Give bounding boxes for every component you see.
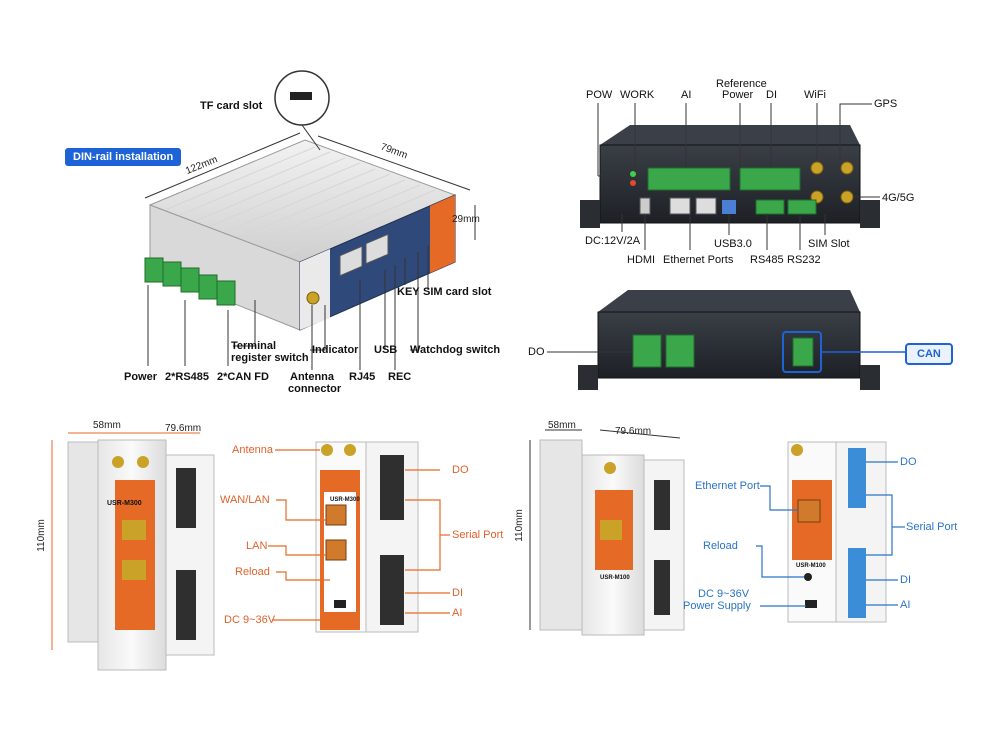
q4-dim-top1: 58mm (548, 420, 576, 431)
q3-label-ai: AI (452, 607, 463, 619)
q3-model: USR-M300 (107, 500, 142, 507)
q3-front-model: USR-M300 (330, 497, 360, 503)
label-di: DI (766, 89, 777, 101)
q3-dim-side: 110mm (35, 519, 47, 552)
q4-label-ai: AI (900, 599, 911, 611)
label-can-fd: 2*CAN FD (217, 371, 269, 383)
label-indicator: Indicator (312, 344, 359, 356)
label-ai: AI (681, 89, 692, 101)
label-wifi: WiFi (804, 89, 826, 101)
label-sim-slot: SIM Slot (808, 238, 850, 250)
label-power: Power (124, 371, 158, 383)
usr-m300-3d (67, 439, 215, 671)
q3-dim-top1: 58mm (93, 420, 121, 431)
q3-dim-top2: 79.6mm (165, 423, 202, 434)
label-work: WORK (620, 89, 655, 101)
label-4g5g: 4G/5G (882, 192, 915, 204)
label-register-switch: register switch (231, 352, 309, 364)
label-terminal: Terminal (231, 340, 277, 352)
q4-label-dc: DC 9~36V (698, 588, 750, 600)
usr-m100-3d (539, 439, 685, 636)
gateway-back (547, 290, 905, 390)
q4-label-power-supply: Power Supply (683, 600, 751, 612)
q3-label-serial: Serial Port (452, 529, 504, 541)
label-dc: DC:12V/2A (585, 235, 641, 247)
label-antenna: Antenna (290, 371, 334, 383)
label-rs232: RS232 (787, 254, 821, 266)
label-ref-power: Power (722, 89, 754, 101)
q4-label-di: DI (900, 574, 911, 586)
label-watchdog: Watchdog switch (410, 344, 501, 356)
q4-front-model: USR-M100 (796, 563, 826, 569)
q4-label-ethernet: Ethernet Port (695, 480, 760, 492)
q4-dim-side: 110mm (513, 509, 525, 542)
q3-label-wan-lan: WAN/LAN (220, 494, 270, 506)
label-connector: connector (288, 383, 342, 395)
q4-label-reload: Reload (703, 540, 738, 552)
din-rail-device (144, 70, 476, 370)
q3-label-reload: Reload (235, 566, 270, 578)
label-reference: Reference (716, 78, 767, 90)
label-can: CAN (905, 343, 953, 365)
dim-height: 29mm (452, 214, 480, 225)
q4-label-do: DO (900, 456, 917, 468)
label-sim-card-slot: SIM card slot (423, 286, 492, 298)
label-key: KEY (397, 286, 420, 298)
label-rec: REC (388, 371, 412, 383)
q4-label-serial: Serial Port (906, 521, 958, 533)
label-rs485: 2*RS485 (165, 371, 210, 383)
label-ethernet-ports: Ethernet Ports (663, 254, 734, 266)
q4-model: USR-M100 (600, 575, 630, 581)
label-gps: GPS (874, 98, 898, 110)
label-pow: POW (586, 89, 613, 101)
q4-dim-top2: 79.6mm (615, 426, 652, 437)
label-usb: USB (374, 344, 398, 356)
din-rail-badge: DIN-rail installation (65, 148, 182, 166)
q3-label-do: DO (452, 464, 469, 476)
q3-label-di: DI (452, 587, 463, 599)
q3-label-antenna: Antenna (232, 444, 273, 456)
usr-m100-front (787, 441, 887, 623)
label-usb3: USB3.0 (714, 238, 752, 250)
label-do: DO (528, 346, 545, 358)
label-rs485: RS485 (750, 254, 784, 266)
label-hdmi: HDMI (627, 254, 656, 266)
q3-label-dc: DC 9~36V (224, 614, 276, 626)
tf-card-slot-label: TF card slot (200, 100, 263, 112)
label-rj45: RJ45 (349, 371, 376, 383)
usr-m300-front (315, 441, 419, 633)
q3-label-lan: LAN (246, 540, 268, 552)
